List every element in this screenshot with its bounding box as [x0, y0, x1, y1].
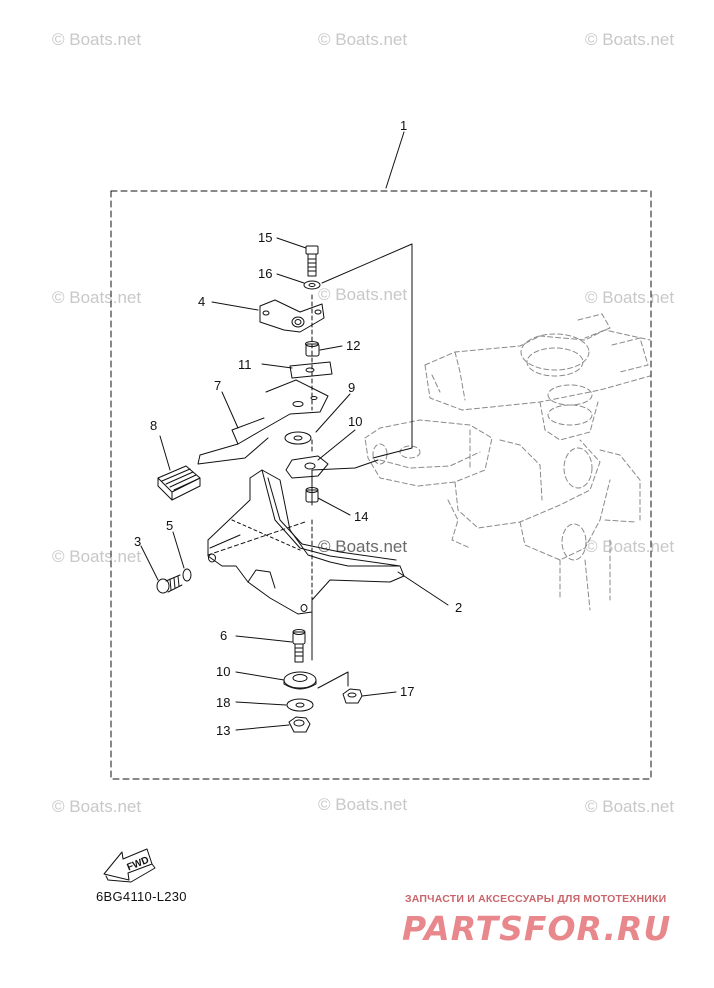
part-4-plate	[259, 299, 325, 333]
brand-logo: PARTSFOR.RU	[402, 909, 672, 948]
assembly-frame	[110, 190, 652, 780]
part-3-screw	[156, 574, 183, 594]
callout-numbers: 1 2 3 4 5 6 7 8 9 10 10 11 12 13 14 15 1…	[134, 118, 462, 738]
part-12-collar	[305, 341, 320, 357]
callout-14: 14	[354, 509, 368, 524]
watermark: © Boats.net	[585, 537, 675, 556]
callout-11: 11	[238, 357, 252, 372]
brand-tagline: ЗАПЧАСТИ И АКСЕССУАРЫ ДЛЯ МОТОТЕХНИКИ	[405, 893, 667, 905]
part-8-grip	[157, 465, 201, 501]
part-2-bracket	[207, 469, 405, 615]
callout-12: 12	[346, 338, 360, 353]
callout-17: 17	[400, 684, 414, 699]
part-13-nut	[288, 716, 311, 733]
part-5-washer	[182, 568, 192, 582]
callout-1: 1	[400, 118, 407, 133]
watermark: © Boats.net	[318, 537, 408, 556]
callout-leaders	[140, 131, 449, 731]
watermark: © Boats.net	[318, 795, 408, 814]
part-9-washer	[284, 431, 312, 445]
part-11-plate	[289, 361, 333, 379]
part-10-bushing-lower	[283, 671, 317, 690]
watermark: © Boats.net	[52, 288, 142, 307]
watermark: © Boats.net	[318, 30, 408, 49]
part-6-bolt	[292, 629, 306, 663]
watermark: © Boats.net	[52, 547, 142, 566]
watermark: © Boats.net	[585, 30, 675, 49]
part-18-washer	[286, 698, 314, 712]
callout-2: 2	[455, 600, 462, 615]
part-17-nut	[342, 688, 363, 704]
callout-8: 8	[150, 418, 157, 433]
part-14-collar	[305, 487, 319, 503]
watermark: © Boats.net	[585, 797, 675, 816]
callout-10-upper: 10	[348, 414, 362, 429]
part-10-bushing-upper	[285, 455, 329, 479]
callout-15: 15	[258, 230, 272, 245]
engine-bracket-background	[364, 313, 651, 611]
part-15-bolt	[305, 245, 319, 277]
watermark: © Boats.net	[318, 285, 408, 304]
callout-3: 3	[134, 534, 141, 549]
assembly-leader-lines	[311, 243, 413, 689]
part-7-link	[197, 379, 329, 465]
watermark: © Boats.net	[585, 288, 675, 307]
diagram-code: 6BG4110-L230	[96, 889, 187, 904]
callout-5: 5	[166, 518, 173, 533]
callout-13: 13	[216, 723, 230, 738]
callout-18: 18	[216, 695, 230, 710]
callout-7: 7	[214, 378, 221, 393]
fwd-arrow-icon: FWD	[103, 848, 156, 883]
watermark: © Boats.net	[52, 30, 142, 49]
callout-9: 9	[348, 380, 355, 395]
callout-4: 4	[198, 294, 205, 309]
callout-6: 6	[220, 628, 227, 643]
screw-axis-line	[207, 521, 306, 556]
watermark: © Boats.net	[52, 797, 142, 816]
callout-16: 16	[258, 266, 272, 281]
part-16-washer	[303, 280, 321, 290]
callout-10-lower: 10	[216, 664, 230, 679]
